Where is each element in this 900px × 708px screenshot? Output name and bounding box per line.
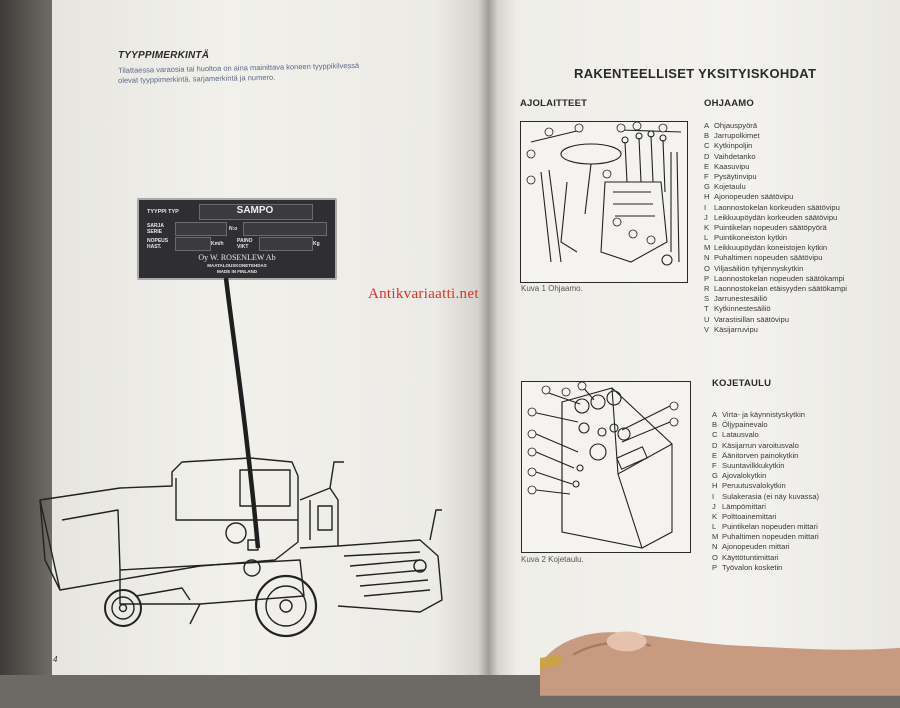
plate-weight-label-2: VIKT <box>237 244 249 250</box>
plate-weight-unit: Kg <box>313 241 320 247</box>
plate-number-label: N:o <box>229 226 238 232</box>
watermark-text: Antikvariaatti.net <box>368 286 479 302</box>
plate-speed-unit: Km/h <box>211 241 224 247</box>
plate-serial-label-2: SERIE <box>147 229 163 235</box>
hand-photo <box>540 631 900 696</box>
plate-weight-label-1: PAINO <box>237 238 253 244</box>
plate-speed-label-2: HAST. <box>147 244 162 250</box>
plate-serial-label-1: SARJA <box>147 223 164 229</box>
plate-maker-sub: MAATALOUSKONETEHDAS <box>207 263 267 268</box>
figure-1-caption: Kuva 1 Ohjaamo. <box>521 284 583 293</box>
dashboard-drawing <box>527 381 679 549</box>
structural-details-title: RAKENTEELLISET YKSITYISKOHDAT <box>574 66 817 81</box>
figure-dashboard <box>521 381 691 553</box>
section-controls-heading: AJOLAITTEET <box>520 98 588 109</box>
cab-drawing <box>526 121 682 266</box>
plate-made-in: MADE IN FINLAND <box>217 269 257 274</box>
plate-type-label: TYYPPI TYP <box>147 209 179 215</box>
section-cab-heading: OHJAAMO <box>704 98 754 109</box>
page-number-left: 4 <box>53 655 58 664</box>
combine-harvester-drawing <box>39 277 443 638</box>
figure-2-caption: Kuva 2 Kojetaulu. <box>521 555 584 564</box>
type-plate: TYYPPI TYP SAMPO SARJA SERIE N:o NOPEUS … <box>137 198 337 280</box>
plate-speed-label-1: NOPEUS <box>147 238 169 244</box>
right-page <box>488 0 900 675</box>
plate-model: SAMPO <box>236 205 274 216</box>
type-plate-heading: TYYPPIMERKINTÄ <box>118 50 210 61</box>
table-background <box>0 0 60 675</box>
book-gutter <box>478 0 498 675</box>
plate-maker: Oy W. ROSENLEW Ab <box>198 253 276 262</box>
section-dashboard-heading: KOJETAULU <box>712 378 772 389</box>
figure-cab <box>520 121 688 283</box>
